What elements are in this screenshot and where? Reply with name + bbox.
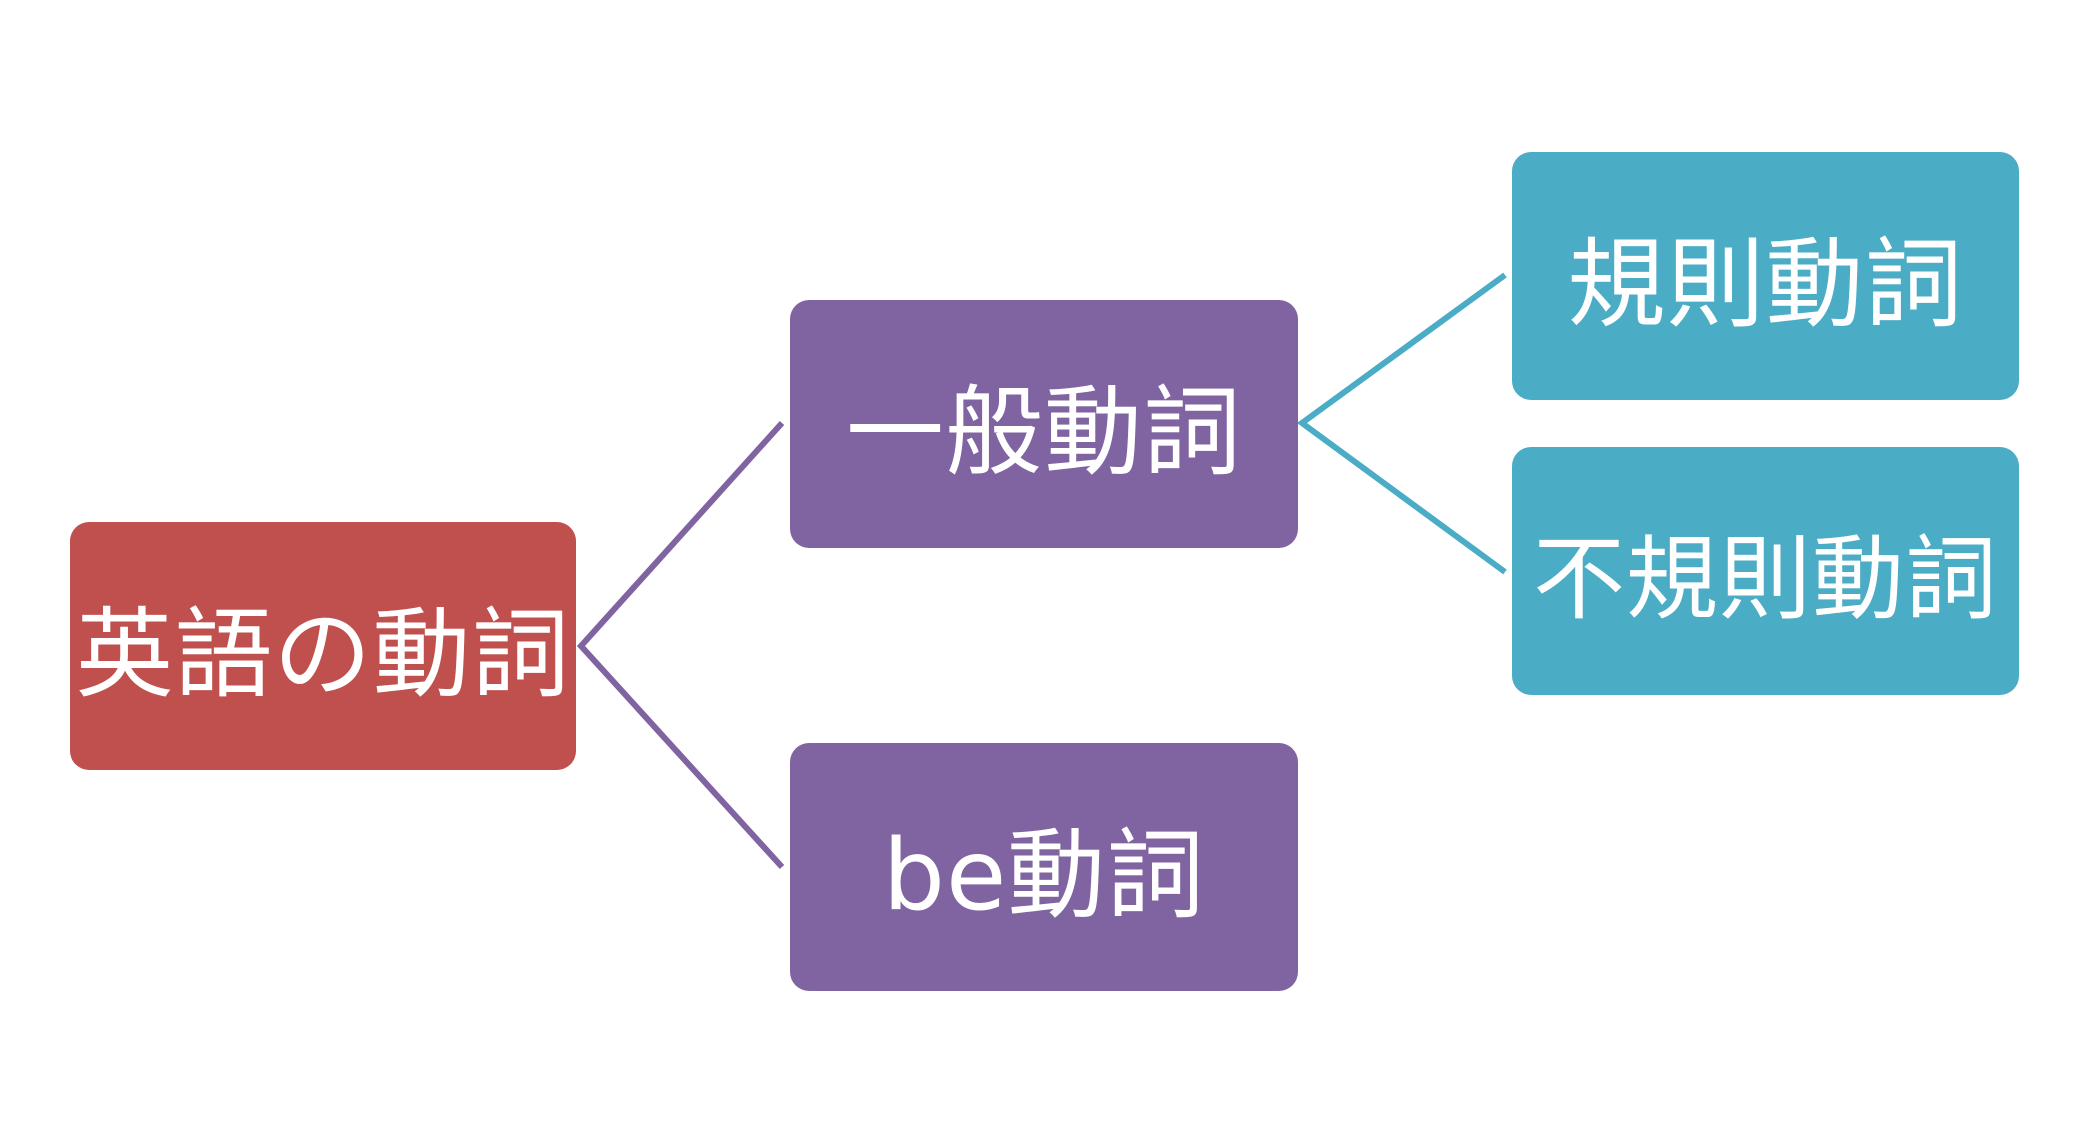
node-irregular-verbs: 不規則動詞 (1512, 447, 2019, 695)
connector-root-to-children (576, 420, 785, 870)
node-english-verbs: 英語の動詞 (70, 522, 576, 770)
connector-general-to-children (1296, 272, 1507, 575)
node-regular-verbs: 規則動詞 (1512, 152, 2019, 400)
node-general-verbs: 一般動詞 (790, 300, 1298, 548)
node-be-verbs: be動詞 (790, 743, 1298, 991)
